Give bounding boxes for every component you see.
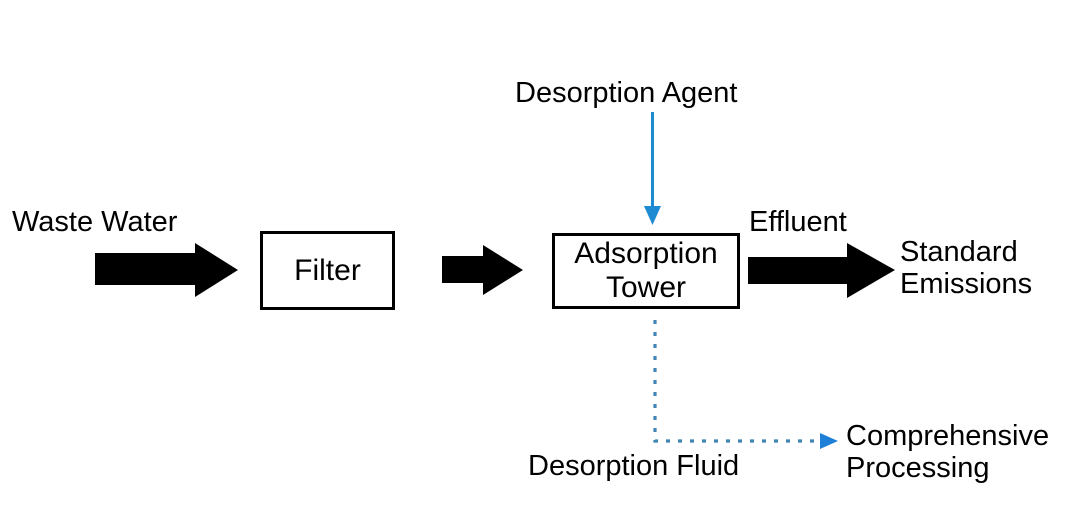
tower-to-emissions-arrow bbox=[748, 243, 895, 298]
effluent-label: Effluent bbox=[749, 206, 847, 238]
waste-water-to-filter-arrow bbox=[95, 243, 238, 297]
desorption-agent-down-arrow bbox=[644, 112, 661, 225]
standard-emissions-label: Standard Emissions bbox=[900, 236, 1033, 301]
desorption-fluid-label: Desorption Fluid bbox=[528, 450, 740, 482]
adsorption-tower-box-label: Adsorption Tower bbox=[574, 237, 718, 304]
comprehensive-processing-label: Comprehensive Processing bbox=[846, 420, 1050, 485]
desorption-agent-label: Desorption Agent bbox=[515, 77, 738, 109]
tower-to-processing-dotted-arrow bbox=[653, 320, 838, 449]
adsorption-tower-box: Adsorption Tower bbox=[552, 233, 740, 309]
filter-box-label: Filter bbox=[294, 253, 361, 287]
waste-water-label: Waste Water bbox=[12, 206, 178, 238]
filter-to-tower-arrow bbox=[442, 245, 523, 295]
filter-box: Filter bbox=[260, 231, 395, 310]
